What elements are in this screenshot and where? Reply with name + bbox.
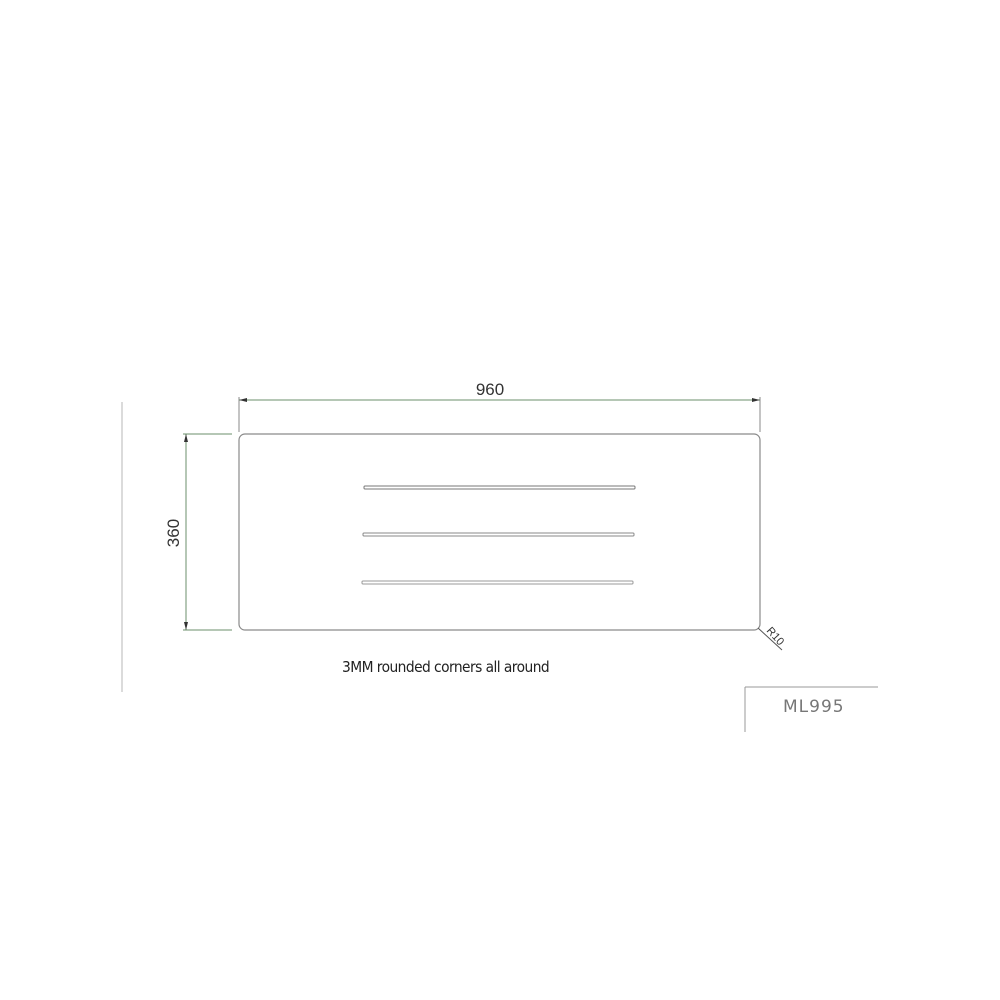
radius-label: R10 (764, 625, 786, 648)
width-dimension: 960 (238, 380, 761, 432)
model-code-frame (744, 686, 878, 732)
radius-callout: R10 (757, 625, 786, 651)
panel-outline (238, 433, 761, 631)
slot-3 (361, 580, 634, 585)
model-code: ML995 (783, 697, 845, 717)
rounded-corners-note: 3MM rounded corners all around (342, 658, 550, 676)
height-dimension: 360 (164, 433, 232, 631)
slots (361, 485, 636, 585)
slot-1 (363, 485, 636, 490)
slot-2 (362, 532, 635, 537)
height-label: 360 (164, 519, 183, 547)
width-label: 960 (476, 380, 504, 399)
